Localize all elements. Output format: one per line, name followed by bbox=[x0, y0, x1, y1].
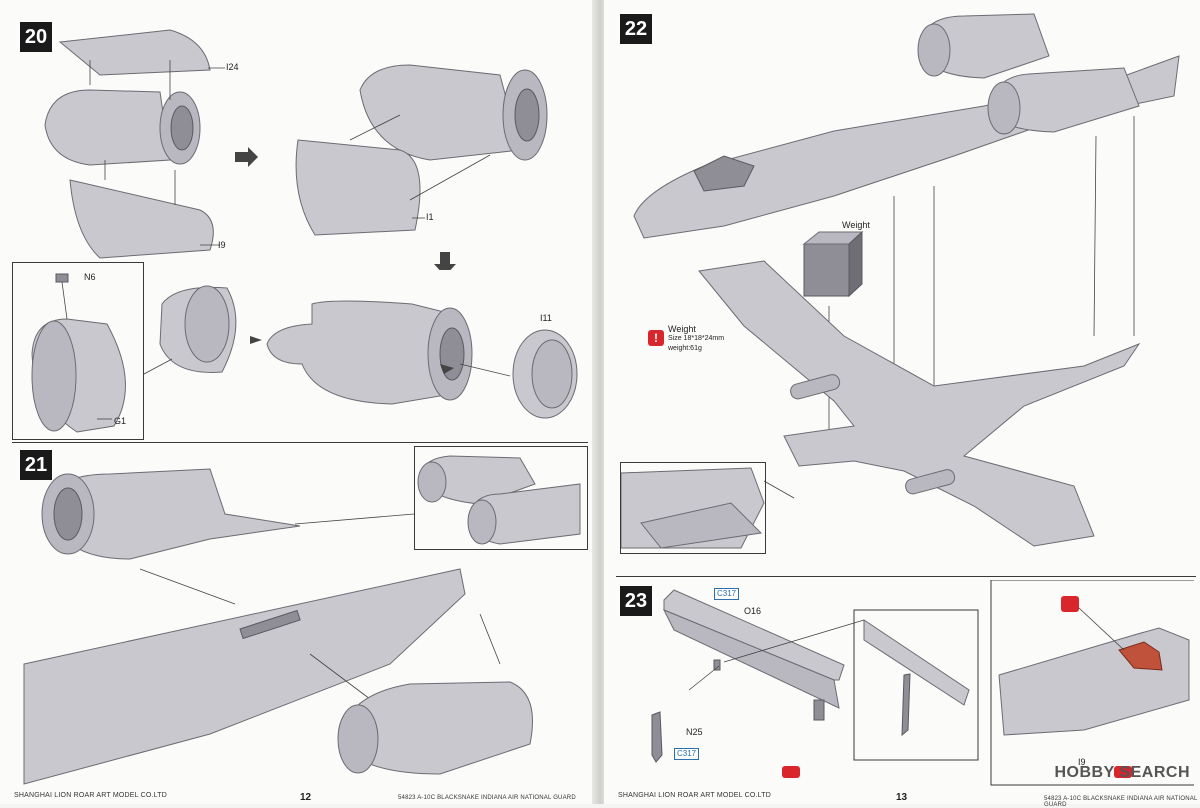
watermark: HOBBY SEARCH bbox=[1054, 764, 1190, 781]
label-i11: I11 bbox=[540, 313, 552, 323]
step-22-illustration bbox=[633, 13, 1180, 547]
step-divider bbox=[12, 442, 588, 443]
step-20-number: 20 bbox=[20, 22, 52, 52]
left-page-number: 12 bbox=[300, 792, 312, 803]
label-i9: I9 bbox=[218, 240, 226, 250]
step-21-illustration bbox=[23, 455, 581, 785]
step-23-illustration bbox=[651, 580, 1194, 786]
label-o16: O16 bbox=[744, 606, 762, 616]
left-footer-right: 54823 A-10C BLACKSNAKE INDIANA AIR NATIO… bbox=[398, 795, 576, 801]
right-footer: SHANGHAI LION ROAR ART MODEL CO.LTD bbox=[618, 792, 771, 799]
right-page-number: 13 bbox=[896, 792, 908, 803]
label-i24: I24 bbox=[226, 62, 239, 72]
label-n25: N25 bbox=[686, 727, 703, 737]
step-20-upper-illustration bbox=[44, 29, 548, 270]
step-20-lower-illustration bbox=[31, 273, 578, 433]
step-21-detail-frame bbox=[414, 446, 588, 550]
right-footer-right: 54823 A-10C BLACKSNAKE INDIANA AIR NATIO… bbox=[1044, 796, 1198, 808]
step-22-number: 22 bbox=[620, 14, 652, 44]
step-23-number: 23 bbox=[620, 586, 652, 616]
callout-c317-b: C317 bbox=[674, 748, 700, 760]
step-22-detail-illustration bbox=[621, 467, 765, 549]
step-21-number: 21 bbox=[20, 450, 52, 480]
left-page: 20 I24 I9 I1 bbox=[0, 0, 596, 804]
right-page: 22 Weight ! Weight Size 18*18*24mm weigh… bbox=[604, 0, 1200, 808]
label-i9-step23: I9 bbox=[1078, 757, 1086, 767]
weight-size: Size 18*18*24mm bbox=[668, 335, 725, 342]
label-n6: N6 bbox=[84, 272, 96, 282]
callout-c317-a: C317 bbox=[714, 588, 740, 600]
step-20-sub-frame bbox=[12, 262, 144, 440]
weight-mass: weight:61g bbox=[668, 345, 702, 352]
warning-icon: ! bbox=[648, 330, 664, 346]
label-i1: I1 bbox=[426, 212, 434, 222]
weight-note-title: Weight bbox=[668, 324, 696, 334]
step-divider-right bbox=[616, 576, 1196, 577]
label-g1: G1 bbox=[114, 416, 127, 426]
left-footer: SHANGHAI LION ROAR ART MODEL CO.LTD bbox=[14, 792, 167, 799]
weight-title: Weight bbox=[842, 220, 870, 230]
